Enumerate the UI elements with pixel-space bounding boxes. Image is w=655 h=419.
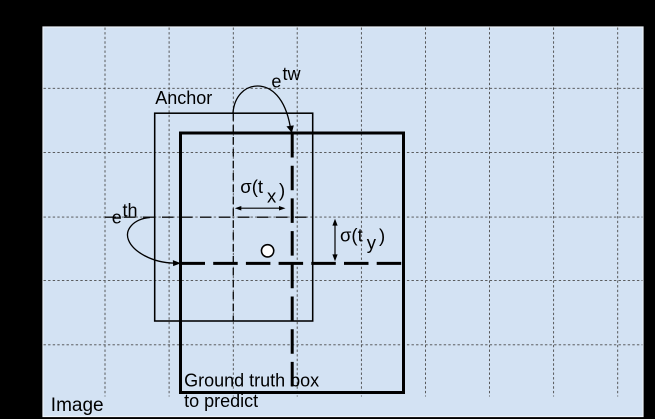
svg-text:σ(t: σ(t <box>240 176 263 197</box>
svg-text:e: e <box>112 207 122 227</box>
svg-text:e: e <box>271 72 281 92</box>
svg-text:x: x <box>267 185 277 206</box>
svg-text:σ(t: σ(t <box>340 224 363 245</box>
svg-text:Anchor: Anchor <box>155 88 212 108</box>
svg-text:y: y <box>367 232 377 253</box>
svg-text:Image: Image <box>51 395 104 416</box>
svg-text:th: th <box>123 201 138 221</box>
svg-text:tw: tw <box>283 64 302 84</box>
svg-text:to predict: to predict <box>184 391 258 411</box>
svg-text:Ground truth box: Ground truth box <box>184 370 319 390</box>
svg-text:): ) <box>279 179 285 200</box>
svg-text:): ) <box>379 225 385 246</box>
